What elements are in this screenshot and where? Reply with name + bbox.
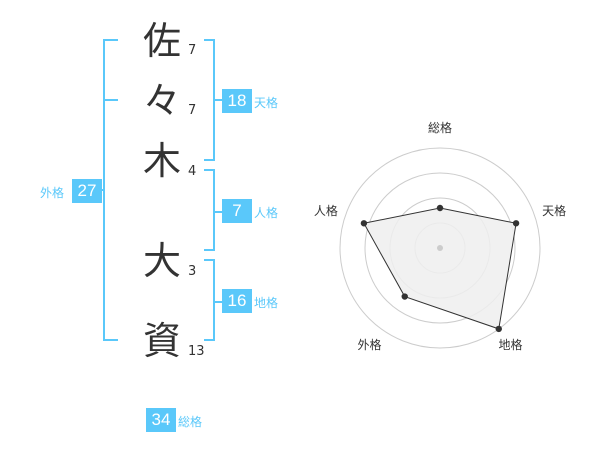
stroke-count-1: 7 bbox=[188, 43, 197, 58]
stroke-count-3: 4 bbox=[188, 164, 197, 179]
name-char-2: 々 bbox=[142, 79, 181, 123]
soukaku-value: 34 bbox=[146, 408, 176, 432]
jinkaku-value: 7 bbox=[222, 199, 252, 223]
jinkaku-label: 人格 bbox=[254, 206, 279, 220]
stroke-count-5: 13 bbox=[188, 344, 205, 359]
radar-axis-label: 天格 bbox=[542, 203, 566, 218]
radar-point bbox=[360, 220, 368, 227]
gaikaku-label: 外格 bbox=[40, 186, 65, 200]
jinkaku-bracket bbox=[204, 169, 215, 251]
tenkaku-label: 天格 bbox=[254, 96, 279, 110]
stroke-count-4: 3 bbox=[188, 264, 197, 279]
gaikaku-value: 27 bbox=[72, 179, 102, 203]
radar-axis-label: 外格 bbox=[357, 337, 381, 352]
radar-point bbox=[512, 220, 520, 227]
chikaku-value: 16 bbox=[222, 289, 252, 313]
radar-area bbox=[363, 207, 517, 330]
radar-axis-label: 人格 bbox=[314, 203, 338, 218]
radar-center-dot bbox=[437, 245, 443, 251]
name-char-4: 大 bbox=[142, 239, 181, 283]
stroke-count-2: 7 bbox=[188, 103, 197, 118]
radar-ring bbox=[364, 172, 516, 324]
tenkaku-value: 18 bbox=[222, 89, 252, 113]
name-char-1: 佐 bbox=[142, 19, 181, 63]
soukaku-label: 総格 bbox=[178, 415, 203, 429]
radar-point bbox=[436, 204, 444, 212]
radar-ring bbox=[339, 147, 541, 349]
radar-axis-label: 総格 bbox=[428, 120, 452, 135]
name-char-3: 木 bbox=[142, 139, 181, 183]
chikaku-label: 地格 bbox=[254, 296, 279, 310]
chikaku-bracket bbox=[204, 259, 215, 341]
name-char-5: 資 bbox=[142, 319, 181, 363]
radar-point bbox=[401, 293, 408, 300]
radar-point bbox=[495, 325, 502, 333]
radar-axis-label: 地格 bbox=[499, 337, 523, 352]
